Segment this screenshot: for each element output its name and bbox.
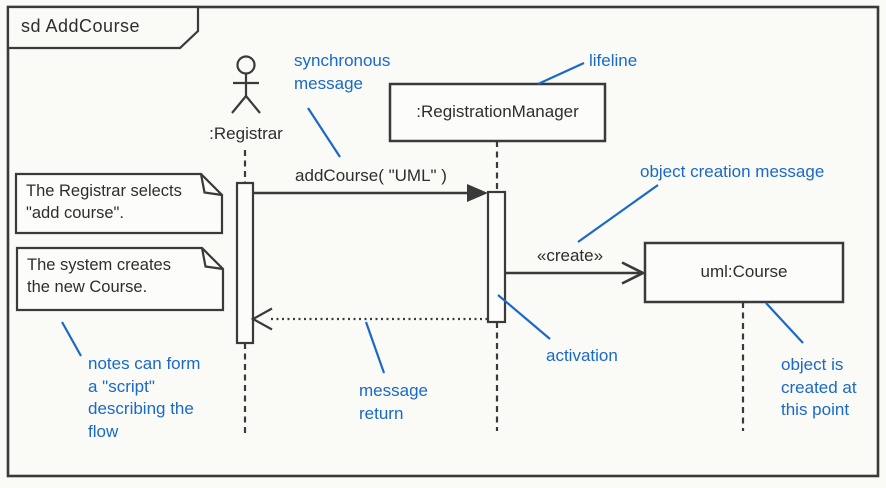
note-shape-1 bbox=[14, 172, 224, 235]
registration-manager-box bbox=[388, 82, 607, 143]
leader-synchronous-message bbox=[307, 107, 341, 158]
leader-message-return bbox=[364, 321, 386, 374]
note-shape-2 bbox=[15, 246, 225, 312]
create-message-arrow bbox=[505, 261, 646, 285]
note-registrar-selects: The Registrar selects "add course". bbox=[26, 182, 182, 222]
leader-lifeline bbox=[537, 61, 585, 86]
course-box bbox=[643, 241, 845, 304]
sync-message-label: addCourse( "UML" ) bbox=[295, 166, 447, 185]
leader-notes-script bbox=[61, 321, 82, 357]
activation-bar-registrar bbox=[235, 181, 255, 345]
frame-border bbox=[6, 5, 880, 478]
actor-label: :Registrar bbox=[209, 124, 283, 143]
annotation-synchronous-message: synchronous message bbox=[294, 51, 391, 93]
annotation-message-return: message return bbox=[359, 381, 428, 423]
registration-manager-label: :RegistrationManager bbox=[416, 102, 579, 122]
leader-object-creation bbox=[577, 184, 659, 243]
create-message-label: «create» bbox=[536, 246, 604, 265]
sync-message-arrow bbox=[253, 184, 488, 202]
annotation-activation: activation bbox=[546, 346, 618, 365]
annotation-object-creation-message: object creation message bbox=[640, 162, 825, 181]
frame-title-tab bbox=[6, 5, 200, 50]
note-system-creates: The system creates the new Course. bbox=[27, 256, 171, 296]
actor-icon bbox=[231, 55, 261, 114]
annotation-notes-script: notes can form a "script" describing the… bbox=[88, 354, 201, 441]
leader-object-created bbox=[765, 302, 804, 344]
frame-title: sd AddCourse bbox=[21, 16, 141, 36]
return-message-arrow bbox=[250, 307, 488, 331]
leader-activation bbox=[497, 294, 551, 340]
course-label: uml:Course bbox=[700, 262, 788, 282]
annotation-object-created: object is created at this point bbox=[781, 355, 857, 419]
activation-bar-registration-manager bbox=[486, 190, 507, 324]
annotation-lifeline: lifeline bbox=[589, 51, 638, 70]
